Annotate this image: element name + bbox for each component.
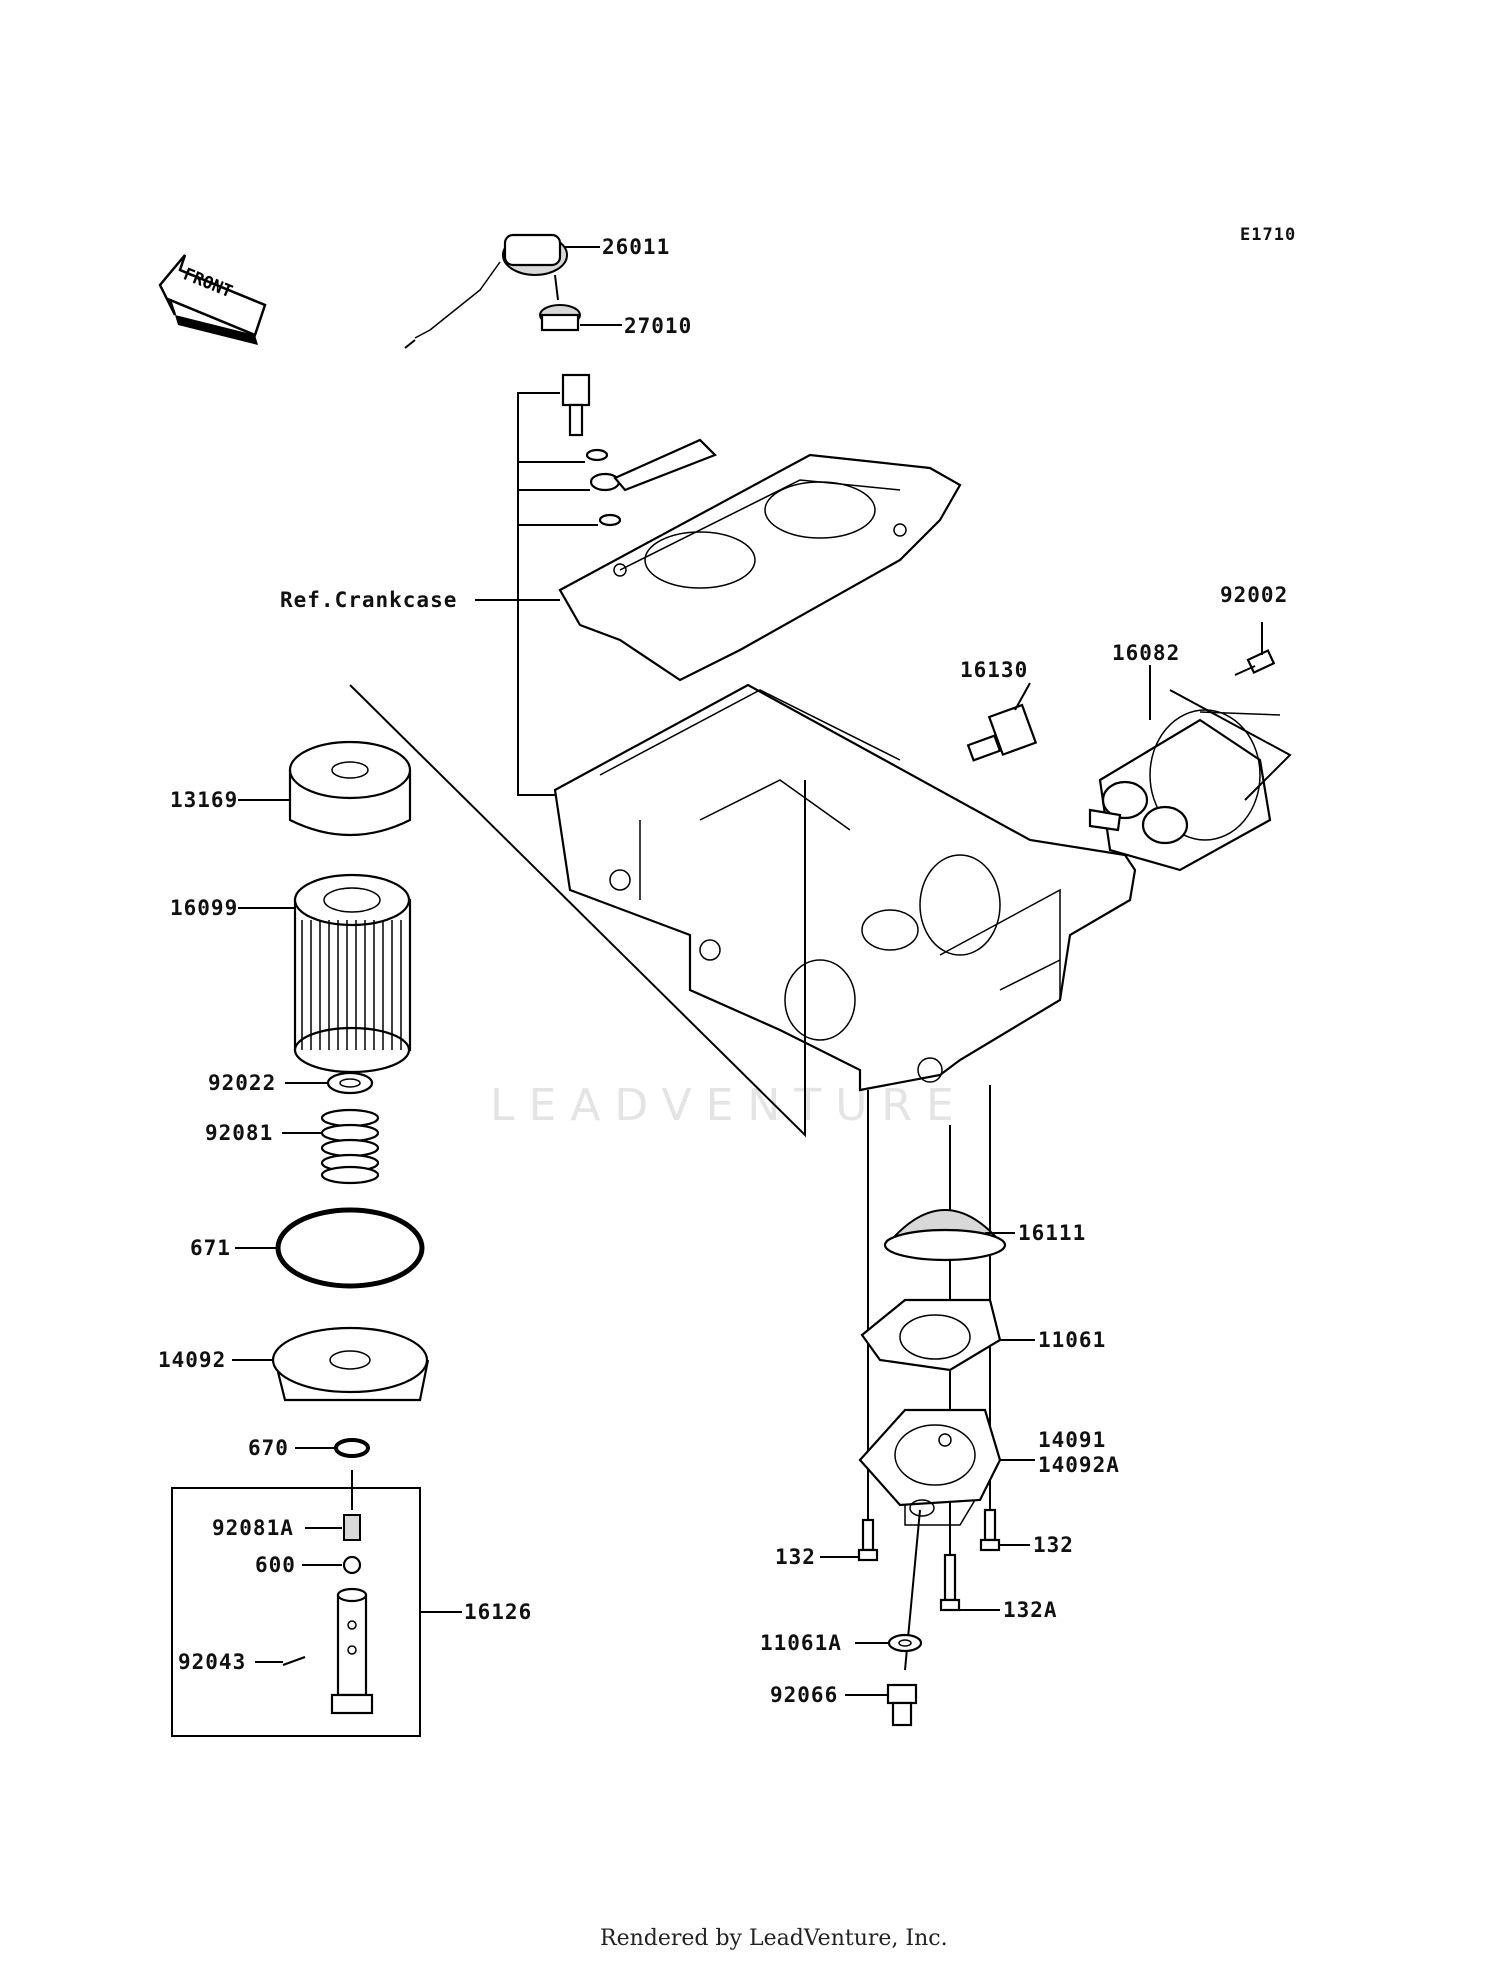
callout-670: 670 (248, 1436, 289, 1460)
part-600-ball (342, 1555, 362, 1575)
bypass-valve-box (171, 1487, 421, 1737)
part-132-bolt-right (979, 1508, 1001, 1552)
part-16111-strainer (883, 1209, 1007, 1262)
callout-92081A: 92081A (212, 1516, 294, 1540)
part-16099-oil-filter (293, 873, 412, 1074)
callout-132A: 132A (1003, 1598, 1058, 1622)
part-16130-fitting (966, 703, 1038, 762)
callout-92043: 92043 (178, 1650, 246, 1674)
part-92002-bolt (1234, 649, 1276, 676)
callout-132-left: 132 (775, 1545, 816, 1569)
callout-16082: 16082 (1112, 641, 1180, 665)
watermark: LEADVENTURE (490, 1080, 968, 1131)
callout-11061A: 11061A (760, 1631, 842, 1655)
footer-credit: Rendered by LeadVenture, Inc. (600, 1926, 948, 1951)
part-92081-spring (320, 1108, 380, 1185)
callout-16099: 16099 (170, 896, 238, 920)
part-670-o-ring (334, 1438, 370, 1458)
callout-13169: 13169 (170, 788, 238, 812)
callout-92022: 92022 (208, 1071, 276, 1095)
callout-16111: 16111 (1018, 1221, 1086, 1245)
part-132-bolt-left (857, 1518, 879, 1562)
part-11061-gasket (860, 1298, 1002, 1372)
callout-14092: 14092 (158, 1348, 226, 1372)
callout-27010: 27010 (624, 314, 692, 338)
oil-fitting-stack (561, 373, 717, 527)
part-13169-filter-cap (288, 740, 412, 837)
part-92043-pin (282, 1656, 306, 1666)
callout-92081: 92081 (205, 1121, 273, 1145)
part-valve-body (330, 1587, 374, 1715)
part-14092-filter-cover (271, 1326, 430, 1402)
callout-14091: 14091 (1038, 1428, 1106, 1452)
callout-16130: 16130 (960, 658, 1028, 682)
part-14091-oil-pan (858, 1408, 1002, 1526)
front-arrow-icon: FRONT (158, 254, 267, 345)
callout-600: 600 (255, 1553, 296, 1577)
callout-16126: 16126 (464, 1600, 532, 1624)
part-27010-pressure-switch (539, 274, 581, 332)
ref-crankcase-label: Ref.Crankcase (280, 588, 457, 612)
callout-671: 671 (190, 1236, 231, 1260)
callout-92002: 92002 (1220, 583, 1288, 607)
part-671-o-ring (275, 1207, 425, 1289)
diagram-code: E1710 (1240, 225, 1296, 245)
part-92081A-spring (343, 1514, 361, 1541)
part-92022-washer (326, 1071, 374, 1095)
callout-14092A: 14092A (1038, 1453, 1120, 1477)
lower-crankcase (553, 683, 1137, 1092)
upper-crankcase-ref (558, 453, 962, 682)
callout-11061: 11061 (1038, 1328, 1106, 1352)
part-92066-drain-plug (886, 1683, 918, 1727)
callout-26011: 26011 (602, 235, 670, 259)
part-26011-switch-cover (404, 233, 568, 349)
callout-132-right: 132 (1033, 1533, 1074, 1557)
part-132A-bolt (939, 1553, 961, 1612)
callout-92066: 92066 (770, 1683, 838, 1707)
part-11061A-washer (887, 1633, 923, 1653)
